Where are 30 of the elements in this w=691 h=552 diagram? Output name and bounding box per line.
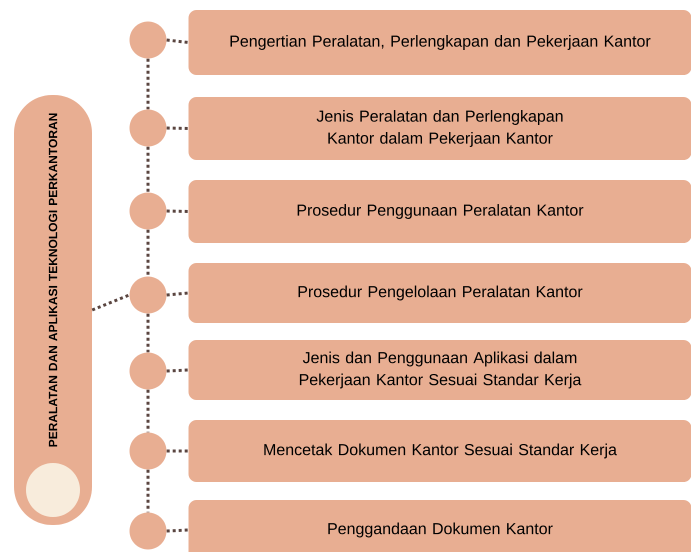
topic-box: Pengertian Peralatan, Perlengkapan dan Pekerjaan Kantor [188,10,691,75]
connector [166,38,188,44]
circle [130,512,166,550]
connector [166,292,188,296]
circle [130,432,166,470]
connector [166,450,188,452]
connector [166,528,188,532]
topic-box: Prosedur Penggunaan Peralatan Kantor [188,180,691,243]
connector [146,230,150,276]
connector [146,146,150,192]
circle [130,22,166,58]
connector [146,58,150,110]
connector [146,314,150,352]
circle [130,192,166,230]
title-pill: PERALATAN DAN APLIKASI TEKNOLOGI PERKANTORAN [14,95,92,525]
topic-box: Penggandaan Dokumen Kantor [188,500,691,552]
circle [130,110,166,146]
circle [130,352,166,390]
circle [130,276,166,314]
topic-box: Jenis dan Penggunaan Aplikasi dalam Pekerjaan Kantor Sesuai Standar Kerja [188,340,691,400]
topic-box: Prosedur Pengelolaan Peralatan Kantor [188,263,691,323]
connector [166,368,188,372]
connector [92,294,130,312]
connector [166,210,188,213]
circle [26,463,80,517]
topic-box: Mencetak Dokumen Kantor Sesuai Standar Kerja [188,420,691,482]
connector [166,126,188,130]
topic-box: Jenis Peralatan dan Perlengkapan Kantor dalam Pekerjaan Kantor [188,97,691,160]
connector [146,390,150,432]
connector [146,470,150,512]
